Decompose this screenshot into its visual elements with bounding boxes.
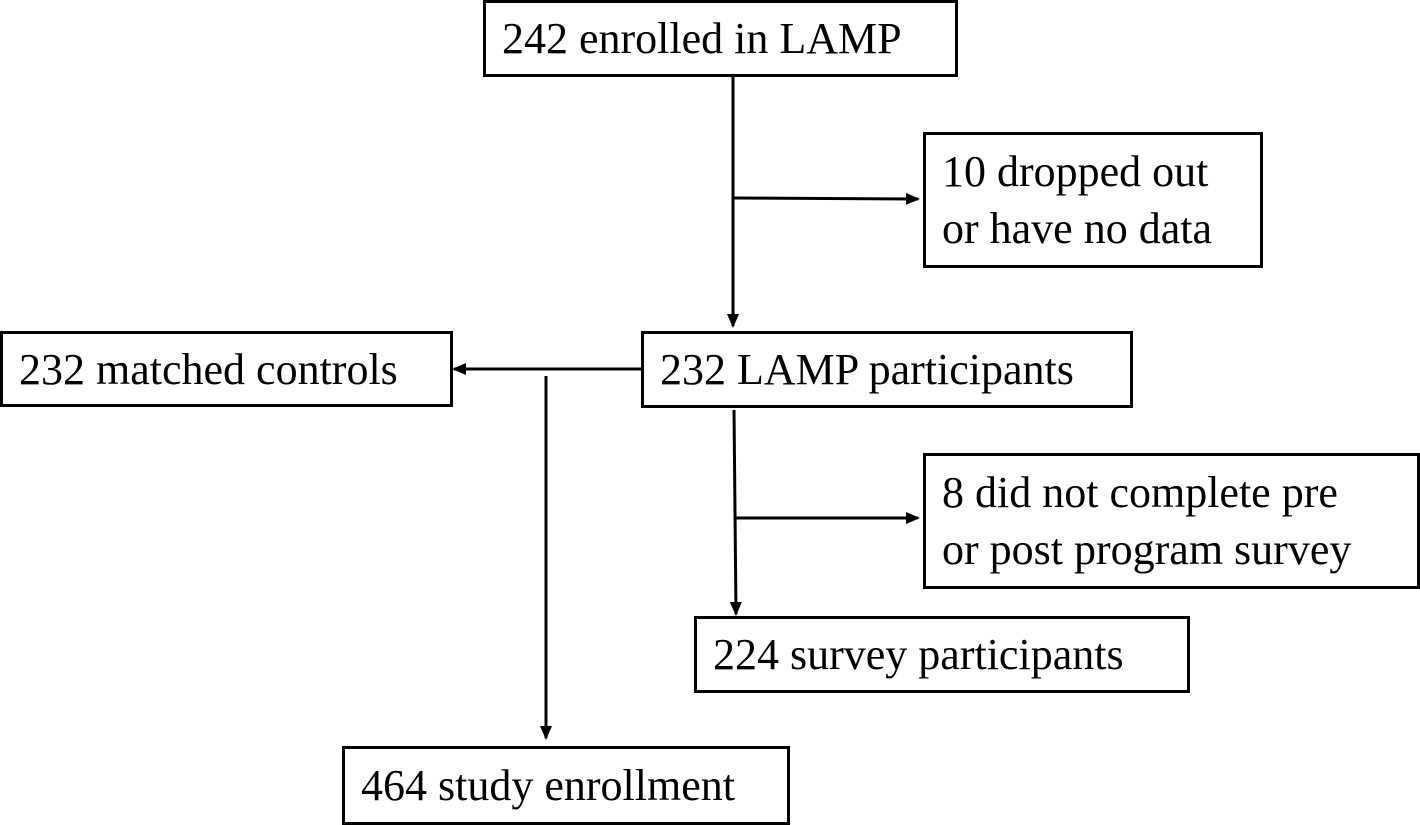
- enrolled-box: 242 enrolled in LAMP: [483, 0, 958, 77]
- dropped-label-line-2: or have no data: [942, 204, 1212, 253]
- study-enrollment-box: 464 study enrollment: [342, 746, 790, 825]
- survey-label: 224 survey participants: [713, 630, 1124, 679]
- enrolled-label: 242 enrolled in LAMP: [502, 14, 902, 63]
- survey-box: 224 survey participants: [694, 616, 1190, 693]
- participants-label: 232 LAMP participants: [660, 345, 1074, 394]
- participants-box: 232 LAMP participants: [641, 331, 1133, 408]
- study-enrollment-label: 464 study enrollment: [361, 761, 735, 810]
- arrow-participants-to-survey: [729, 409, 742, 616]
- controls-label: 232 matched controls: [19, 344, 398, 394]
- controls-box: 232 matched controls: [0, 331, 453, 407]
- incomplete-box: 8 did not complete pre or post program s…: [923, 453, 1420, 589]
- dropped-box: 10 dropped out or have no data: [923, 132, 1263, 268]
- incomplete-label-line-2: or post program survey: [942, 525, 1352, 574]
- incomplete-label-line-1: 8 did not complete pre: [942, 468, 1338, 517]
- dropped-label-line-1: 10 dropped out: [942, 147, 1209, 196]
- arrow-to-dropped: [732, 192, 920, 205]
